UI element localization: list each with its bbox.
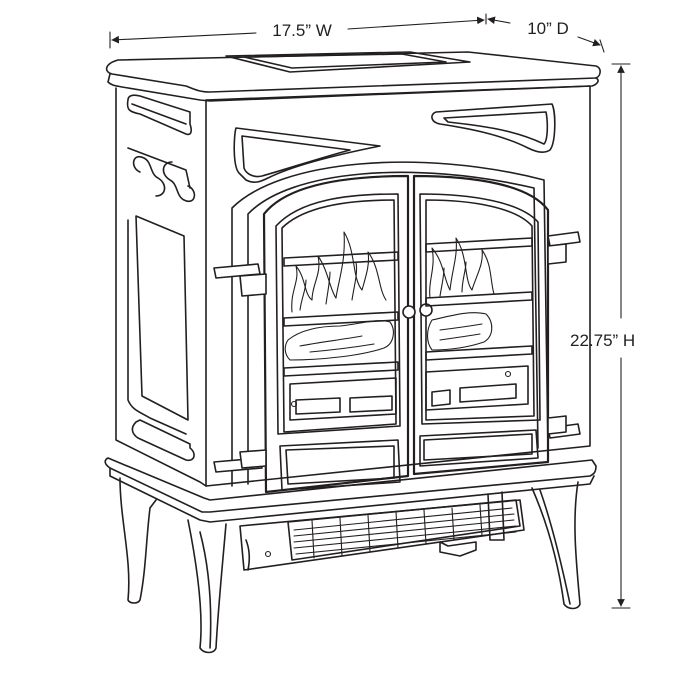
stove-top: [105, 51, 601, 102]
stove-side-panel: [115, 87, 207, 487]
grate-bars: [283, 237, 533, 377]
height-label: 22.75” H: [570, 331, 635, 350]
firebox-plates: [289, 365, 529, 421]
width-dimension: 17.5” W: [109, 13, 487, 49]
heater-vent: [239, 499, 525, 571]
width-label: 17.5” W: [272, 21, 332, 40]
stove-front: [205, 85, 591, 487]
door-hinges: [213, 231, 581, 473]
depth-label: 10” D: [527, 19, 569, 38]
stove-legs: [119, 477, 581, 654]
depth-dimension: 10” D: [487, 16, 605, 53]
flames-and-logs: [284, 231, 495, 361]
stove-doors: [262, 174, 550, 494]
height-dimension: 22.75” H: [570, 63, 635, 609]
stove-base: [104, 457, 597, 523]
